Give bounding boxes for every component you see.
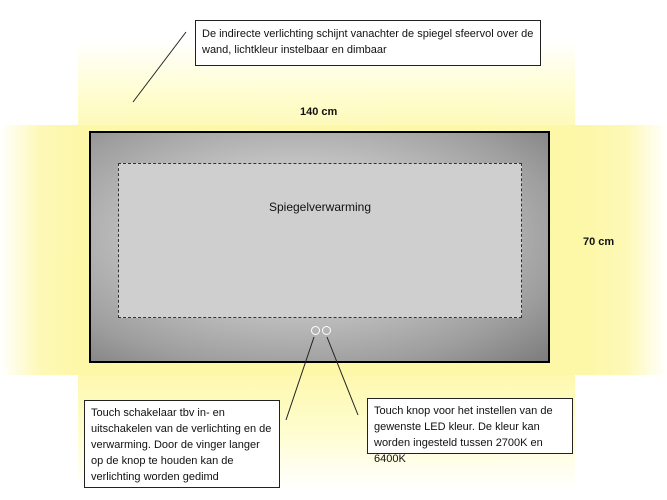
heating-zone: Spiegelverwarming (118, 163, 522, 318)
callout-touch-switch: Touch schakelaar tbv in- en uitschakelen… (84, 400, 280, 488)
touch-switch-button[interactable] (311, 326, 320, 335)
touch-color-button[interactable] (322, 326, 331, 335)
callout-lighting: De indirecte verlichting schijnt vanacht… (195, 20, 541, 66)
width-dimension: 140 cm (300, 106, 338, 118)
heating-label: Spiegelverwarming (268, 200, 372, 214)
height-dimension: 70 cm (583, 236, 615, 248)
callout-touch-color: Touch knop voor het instellen van de gew… (367, 398, 573, 465)
